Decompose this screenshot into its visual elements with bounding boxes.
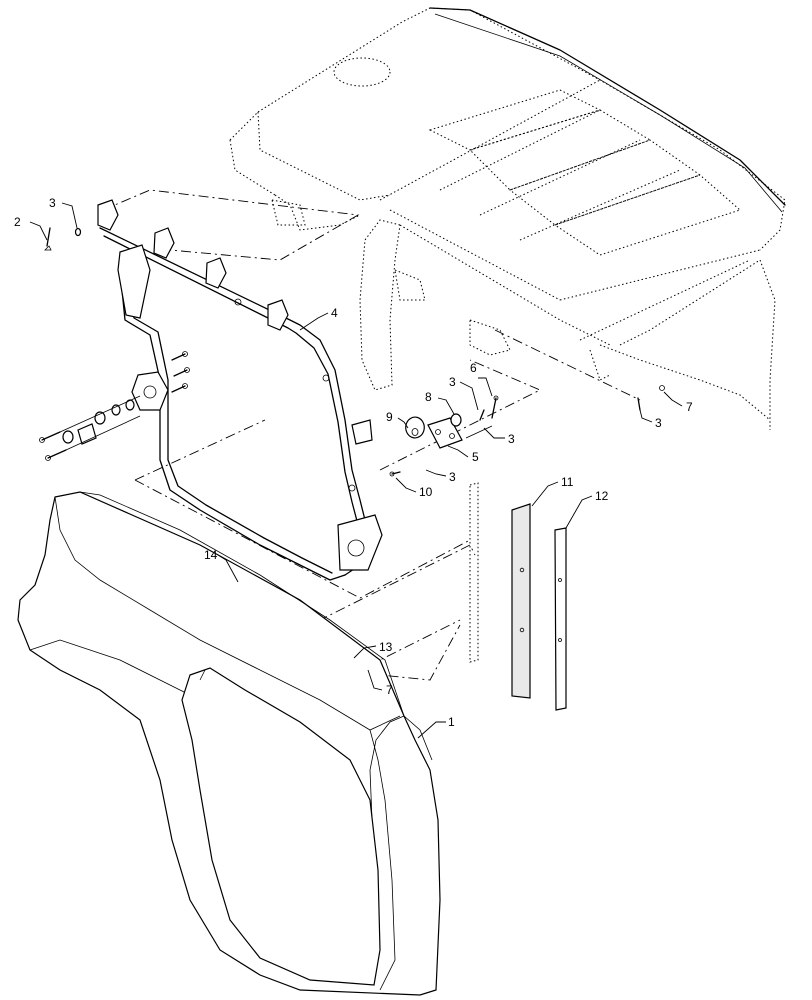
callout-3: 3 bbox=[449, 470, 456, 484]
callout-7: 7 bbox=[686, 400, 693, 414]
mounting-plate-part bbox=[389, 395, 499, 477]
callout-10: 10 bbox=[419, 485, 433, 499]
callout-3: 3 bbox=[49, 196, 56, 210]
callout-3: 3 bbox=[508, 432, 515, 446]
callout-2: 2 bbox=[14, 215, 21, 229]
callout-3: 3 bbox=[449, 375, 456, 389]
callout-3: 3 bbox=[655, 416, 662, 430]
bolt-icon bbox=[39, 351, 190, 461]
callout-13: 13 bbox=[379, 640, 393, 654]
right-hardware bbox=[637, 385, 665, 411]
washer-icon bbox=[405, 416, 425, 439]
top-left-hardware bbox=[44, 227, 82, 251]
callout-4: 4 bbox=[331, 306, 338, 320]
callout-5: 5 bbox=[472, 450, 479, 464]
callouts: 1 2 3 3 3 3 3 4 5 6 7 7 8 9 10 11 12 13 … bbox=[14, 196, 693, 729]
callout-1: 1 bbox=[448, 715, 455, 729]
callout-12: 12 bbox=[595, 489, 609, 503]
tube-frame-part bbox=[97, 199, 383, 581]
callout-9: 9 bbox=[386, 410, 393, 424]
frame-hardware bbox=[39, 351, 190, 461]
seal-strips bbox=[469, 482, 567, 711]
callout-11: 11 bbox=[561, 475, 574, 489]
leader-lines bbox=[29, 202, 683, 739]
callout-8: 8 bbox=[425, 390, 432, 404]
washer-icon bbox=[62, 399, 135, 444]
fender-part bbox=[17, 491, 441, 996]
callout-6: 6 bbox=[470, 361, 477, 375]
callout-7: 7 bbox=[386, 683, 393, 697]
callout-14: 14 bbox=[204, 548, 218, 562]
chassis-frame bbox=[229, 7, 786, 430]
